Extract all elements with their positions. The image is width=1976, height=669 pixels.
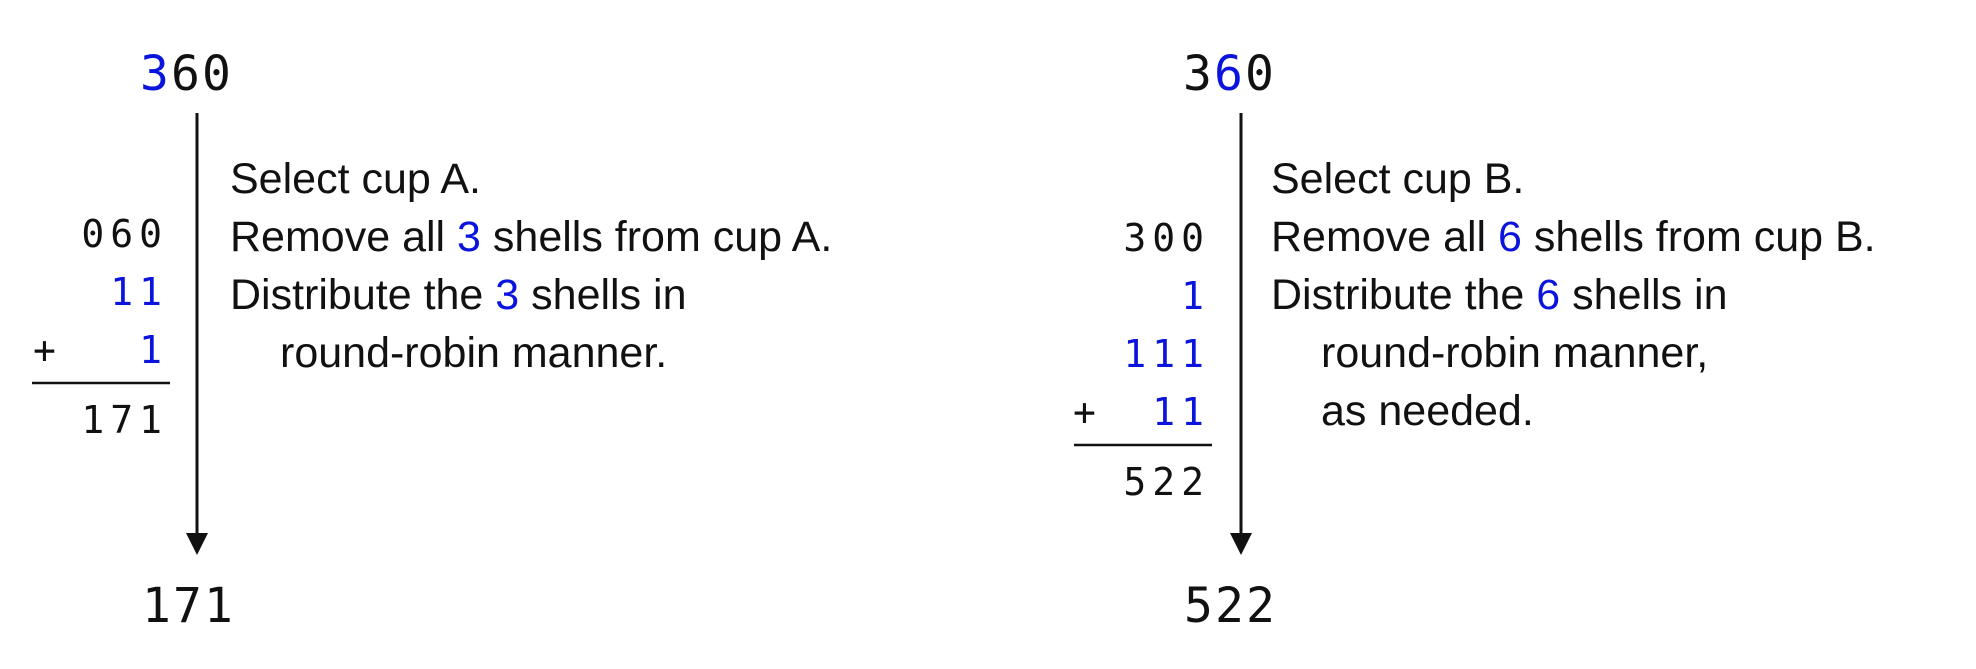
distributed-shells-row: 1 [139,328,168,372]
step-text: shells in [1560,271,1727,319]
step-text: Select cup A. [230,155,481,203]
step-line: round-robin manner, [1321,329,1708,377]
sum-value: 522 [1123,460,1210,504]
step-line: round-robin manner. [280,329,667,377]
plus-sign: + [1073,390,1096,434]
step-line: Select cup B. [1271,155,1524,203]
step-text: Remove all [230,213,457,261]
highlighted-count: 3 [457,213,481,261]
cup-digit: 6 [171,46,200,102]
step-text: Remove all [1271,213,1498,261]
arrow-head [1230,533,1252,555]
remaining-cups-row: 300 [1123,216,1210,260]
result-digit: 1 [142,578,171,634]
step-text: shells from cup A. [481,213,832,261]
step-text: shells from cup B. [1522,213,1876,261]
step-text: as needed. [1321,387,1534,435]
step-text: Select cup B. [1271,155,1524,203]
result-digit: 5 [1184,578,1213,634]
cup-digit: 3 [1183,46,1212,102]
step-line: as needed. [1321,387,1534,435]
highlighted-count: 6 [1536,271,1560,319]
distributed-shells-row: 11 [110,270,168,314]
step-text: Distribute the [230,271,495,319]
step-text: Distribute the [1271,271,1536,319]
distributed-shells-row: 1 [1181,274,1210,318]
result-digit: 1 [204,578,233,634]
cup-digit: 0 [202,46,231,102]
remaining-cups-row: 060 [81,212,168,256]
result-digit: 7 [173,578,202,634]
step-text: shells in [519,271,686,319]
cup-digit: 0 [1245,46,1274,102]
step-text: round-robin manner. [280,329,667,377]
step-line: Distribute the 6 shells in [1271,271,1728,319]
result-digit: 2 [1246,578,1275,634]
plus-sign: + [33,328,56,372]
selected-cup-digit: 3 [140,46,169,102]
highlighted-count: 3 [495,271,519,319]
step-line: Distribute the 3 shells in [230,271,687,319]
result-digit: 2 [1215,578,1244,634]
distributed-shells-row: 11 [1152,390,1210,434]
highlighted-count: 6 [1498,213,1522,261]
step-text: round-robin manner, [1321,329,1708,377]
step-line: Select cup A. [230,155,481,203]
distributed-shells-row: 111 [1123,332,1210,376]
step-line: Remove all 3 shells from cup A. [230,213,832,261]
step-line: Remove all 6 shells from cup B. [1271,213,1876,261]
selected-cup-digit: 6 [1214,46,1243,102]
sum-value: 171 [81,398,168,442]
arrow-head [186,533,208,555]
